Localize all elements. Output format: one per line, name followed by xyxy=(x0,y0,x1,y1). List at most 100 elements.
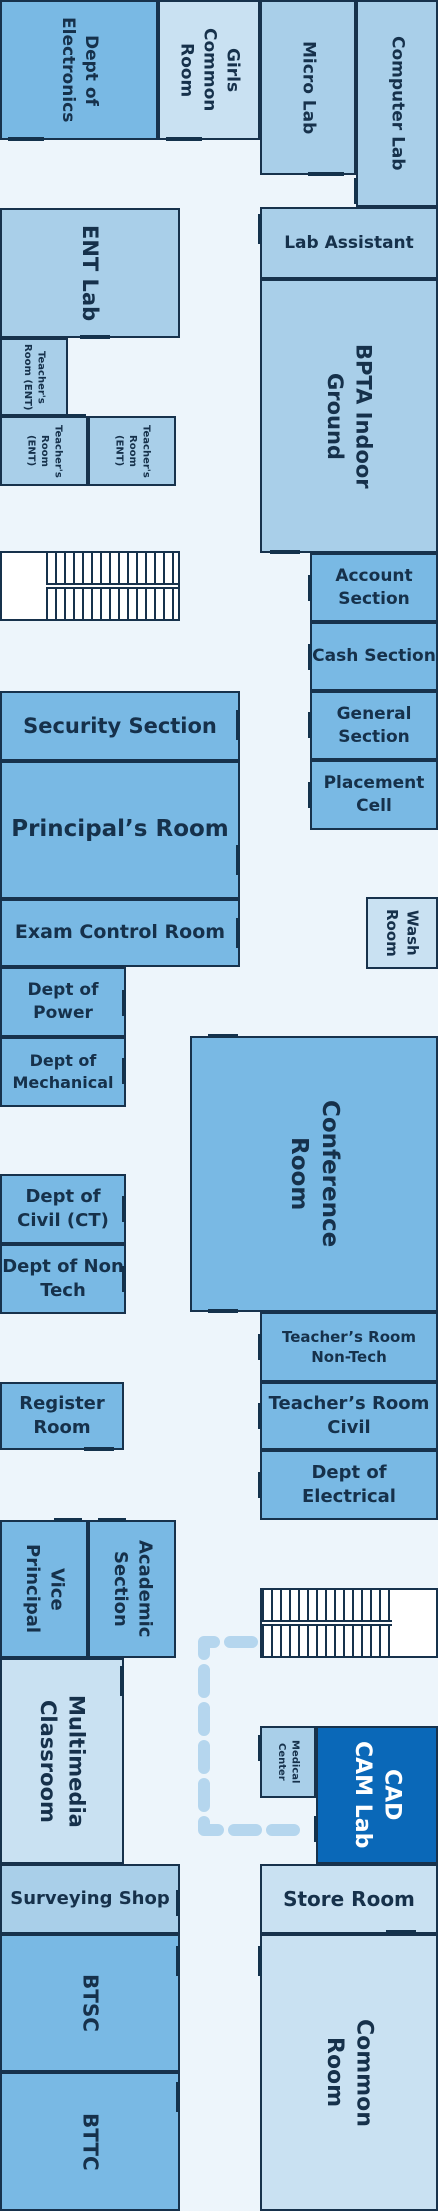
room-teachers-civil[interactable]: Teacher’s Room Civil xyxy=(260,1382,438,1450)
room-register[interactable]: Register Room xyxy=(0,1382,124,1450)
room-cash-section[interactable]: Cash Section xyxy=(310,622,438,691)
room-label: Teacher's Room (ENT) xyxy=(113,424,152,478)
door xyxy=(236,845,240,875)
door xyxy=(98,1518,126,1522)
door xyxy=(176,1946,180,1976)
room-store-room[interactable]: Store Room xyxy=(260,1864,438,1934)
room-label: Dept of Mechanical xyxy=(12,1051,114,1092)
room-dept-electronics[interactable]: Dept of Electronics xyxy=(0,0,158,140)
door xyxy=(176,2082,180,2112)
door xyxy=(386,1930,416,1934)
door xyxy=(258,1403,262,1429)
room-btsc[interactable]: BTSC xyxy=(0,1934,180,2072)
room-teachers-ent-1[interactable]: Teacher's Room (ENT) xyxy=(0,338,68,416)
room-label: Dept of Non Tech xyxy=(2,1255,124,1301)
room-label: General Section xyxy=(336,703,412,747)
room-label: Medical Center xyxy=(276,1740,301,1784)
room-academic-section[interactable]: Academic Section xyxy=(88,1520,176,1658)
door xyxy=(258,1735,262,1761)
room-placement-cell[interactable]: Placement Cell xyxy=(310,760,438,830)
door xyxy=(308,172,344,176)
room-label: Teacher’s Room Non-Tech xyxy=(282,1327,416,1366)
room-vice-principal[interactable]: Vice Principal xyxy=(0,1520,88,1658)
room-wash-room[interactable]: Wash Room xyxy=(366,897,438,969)
room-label: Dept of Electronics xyxy=(58,17,101,123)
door xyxy=(308,644,312,670)
room-label: Principal’s Room xyxy=(11,816,229,843)
room-label: Conference Room xyxy=(286,1100,344,1248)
staircase xyxy=(0,551,180,621)
room-label: Computer Lab xyxy=(387,36,408,171)
room-micro-lab[interactable]: Micro Lab xyxy=(260,0,356,175)
room-teachers-ent-3[interactable]: Teacher's Room (ENT) xyxy=(88,416,176,486)
room-label: Dept of Civil (CT) xyxy=(17,1185,109,1231)
room-label: Teacher's Room (ENT) xyxy=(25,424,64,478)
door xyxy=(166,137,202,141)
room-general-section[interactable]: General Section xyxy=(310,691,438,760)
room-label: Vice Principal xyxy=(22,1544,68,1634)
room-label: Wash Room xyxy=(383,909,422,957)
room-teachers-ent-2[interactable]: Teacher's Room (ENT) xyxy=(0,416,88,486)
door xyxy=(270,550,300,554)
room-ent-lab[interactable]: ENT Lab xyxy=(0,208,180,338)
room-girls-common[interactable]: Girls Common Room xyxy=(158,0,260,140)
room-dept-mechanical[interactable]: Dept of Mechanical xyxy=(0,1037,126,1107)
room-label: Register Room xyxy=(19,1392,105,1438)
door xyxy=(208,1034,238,1038)
room-label: Dept of Electrical xyxy=(302,1461,396,1507)
room-principals-room[interactable]: Principal’s Room xyxy=(0,761,240,899)
room-security-section[interactable]: Security Section xyxy=(0,691,240,761)
room-dept-non-tech[interactable]: Dept of Non Tech xyxy=(0,1244,126,1314)
door xyxy=(122,1196,126,1222)
room-label: Girls Common Room xyxy=(176,28,243,112)
door xyxy=(176,1890,180,1916)
room-label: BTTC xyxy=(78,2112,103,2171)
door xyxy=(122,1266,126,1292)
room-label: CAD CAM Lab xyxy=(350,1741,405,1849)
room-multimedia-classroom[interactable]: Multimedia Classroom xyxy=(0,1658,124,1864)
door xyxy=(258,1334,262,1360)
room-label: ENT Lab xyxy=(78,224,103,322)
door xyxy=(60,414,86,418)
door xyxy=(8,137,44,141)
room-lab-assistant[interactable]: Lab Assistant xyxy=(260,207,438,279)
door xyxy=(308,782,312,808)
room-conference[interactable]: Conference Room xyxy=(190,1036,438,1312)
room-label: Dept of Power xyxy=(27,980,99,1023)
room-label: Micro Lab xyxy=(298,40,319,135)
room-computer-lab[interactable]: Computer Lab xyxy=(356,0,438,207)
room-cad-cam-lab[interactable]: CAD CAM Lab xyxy=(316,1726,438,1864)
room-label: BTSC xyxy=(78,1974,103,2032)
room-label: Cash Section xyxy=(312,646,436,667)
room-label: Teacher’s Room Civil xyxy=(268,1392,430,1438)
door xyxy=(308,575,312,601)
door xyxy=(308,712,312,738)
room-exam-control[interactable]: Exam Control Room xyxy=(0,899,240,967)
room-common-room[interactable]: Common Room xyxy=(260,1934,438,2211)
room-label: Surveying Shop xyxy=(10,1887,170,1909)
door xyxy=(122,990,126,1016)
door xyxy=(314,1816,318,1842)
room-label: Exam Control Room xyxy=(14,921,226,944)
room-teachers-non-tech[interactable]: Teacher’s Room Non-Tech xyxy=(260,1312,438,1382)
door xyxy=(122,1058,126,1084)
room-medical-center[interactable]: Medical Center xyxy=(260,1726,316,1798)
room-account-section[interactable]: Account Section xyxy=(310,553,438,622)
door xyxy=(236,710,240,740)
room-label: Common Room xyxy=(322,2018,377,2127)
door xyxy=(258,214,262,244)
room-dept-civil[interactable]: Dept of Civil (CT) xyxy=(0,1174,126,1244)
room-label: Teacher's Room (ENT) xyxy=(22,343,47,411)
room-label: Account Section xyxy=(335,565,413,609)
door xyxy=(354,178,358,204)
room-dept-electrical[interactable]: Dept of Electrical xyxy=(260,1450,438,1520)
room-bttc[interactable]: BTTC xyxy=(0,2072,180,2211)
room-label: Academic Section xyxy=(110,1540,156,1638)
room-label: Multimedia Classroom xyxy=(36,1694,89,1828)
room-label: Security Section xyxy=(23,713,217,738)
room-label: BPTA Indoor Ground xyxy=(323,343,376,489)
room-bpta[interactable]: BPTA Indoor Ground xyxy=(260,279,438,553)
room-surveying-shop[interactable]: Surveying Shop xyxy=(0,1864,180,1934)
door xyxy=(258,1946,262,1976)
room-dept-power[interactable]: Dept of Power xyxy=(0,967,126,1037)
